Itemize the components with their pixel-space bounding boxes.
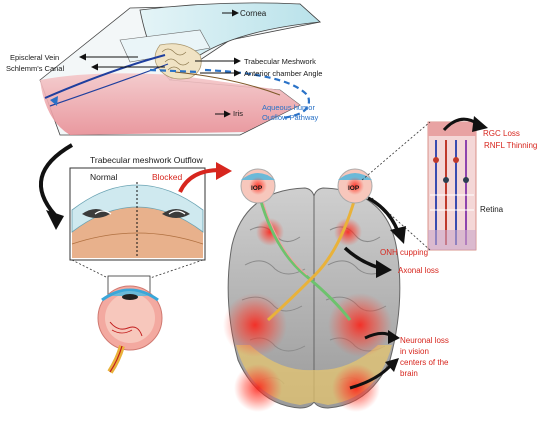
aqueous-humor-label-group: Aqueous humor Outflow Pathway xyxy=(262,103,319,122)
rnfl-thinning-label: RNFL Thinning xyxy=(484,141,537,150)
normal-label: Normal xyxy=(90,172,118,182)
iris-label: Iris xyxy=(233,109,243,118)
anterior-chamber-angle-label: Anterior chamber Angle xyxy=(244,69,322,78)
schlemms-canal-label-group: Schlemm's Canal xyxy=(6,63,165,73)
left-iop-label: IOP xyxy=(251,185,263,192)
right-iop-label: IOP xyxy=(348,185,360,192)
optic-pathway xyxy=(258,197,357,322)
iris-label-group: Iris xyxy=(215,109,243,118)
schlemms-canal-label: Schlemm's Canal xyxy=(6,64,64,73)
cornea-label: Cornea xyxy=(240,9,267,18)
curved-arrow-to-inset xyxy=(38,143,74,217)
trabecular-meshwork-label: Trabecular Meshwork xyxy=(244,57,316,66)
red-curved-arrow xyxy=(178,168,221,193)
blocked-label: Blocked xyxy=(152,172,183,182)
eye-cross-section xyxy=(97,275,163,374)
onh-cupping-label: ONH cupping xyxy=(380,248,428,257)
left-iop-eye: IOP xyxy=(240,168,276,204)
episcleral-vein-label: Episcleral Vein xyxy=(10,53,59,62)
neuronal-loss-line3: centers of the xyxy=(400,358,449,367)
right-iop-eye: IOP xyxy=(337,168,373,204)
cornea-label-group: Cornea xyxy=(222,9,267,18)
trabecular-meshwork-label-group: Trabecular Meshwork xyxy=(195,57,316,66)
axonal-loss-label: Axonal loss xyxy=(398,266,439,275)
tm-outflow-title: Trabecular meshwork Outflow xyxy=(90,155,203,165)
normal-blocked-inset: Normal Blocked xyxy=(69,167,206,261)
rgc-loss-label: RGC Loss xyxy=(483,129,520,138)
anterior-segment-illustration xyxy=(39,2,321,136)
retina-label: Retina xyxy=(480,205,504,214)
anterior-chamber-angle-label-group: Anterior chamber Angle xyxy=(200,69,322,78)
retina-panel xyxy=(427,121,477,251)
neuronal-loss-line4: brain xyxy=(400,369,418,378)
aqueous-humor-label-line1: Aqueous humor xyxy=(262,103,315,112)
aqueous-humor-label-line2: Outflow Pathway xyxy=(262,113,319,122)
neuronal-loss-line1: Neuronal loss xyxy=(400,336,449,345)
episcleral-vein-label-group: Episcleral Vein xyxy=(10,53,138,62)
neuronal-loss-line2: in vision xyxy=(400,347,429,356)
